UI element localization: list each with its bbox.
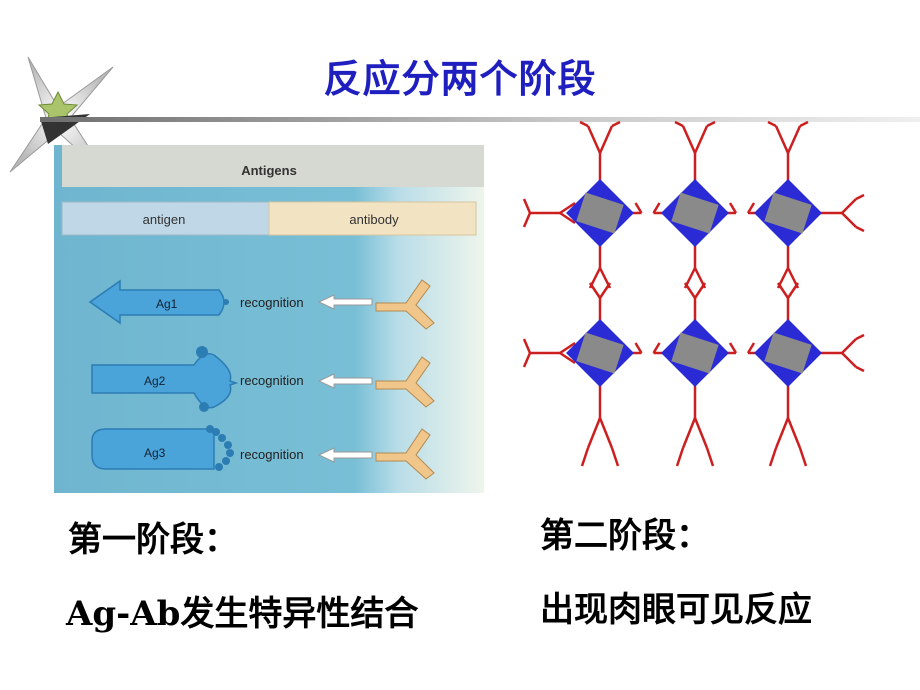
antibody-stroke: [776, 282, 790, 299]
antibody-stroke: [598, 417, 614, 449]
antibody-stroke: [767, 120, 777, 128]
antigen-recognition-figure: Antigens antigen antibody Ag1 recognitio…: [54, 145, 484, 493]
antibody-stroke: [786, 282, 800, 299]
antibody-stroke: [798, 447, 808, 467]
stage-one-description: Ag-Ab发生特异性结合: [66, 594, 419, 634]
antigen-complex: [661, 319, 729, 387]
ag1-recognition-label: recognition: [240, 295, 304, 310]
ag3-recognition-label: recognition: [240, 447, 304, 462]
antibody-column-header: antibody: [349, 212, 399, 227]
title-divider: [40, 117, 920, 122]
antibody-stroke: [598, 125, 614, 154]
ag2-recognition-label: recognition: [240, 373, 304, 388]
antibody-stroke: [559, 351, 576, 365]
stage-two-description: 出现肉眼可见反应: [540, 590, 812, 630]
antigen-row-ag1: Ag1 recognition: [88, 279, 435, 330]
antibody-stroke: [841, 338, 857, 354]
antibody-stroke: [559, 201, 576, 215]
antibody-stroke: [746, 342, 756, 354]
antibody-stroke: [728, 342, 738, 354]
stage-two-heading: 第二阶段：: [540, 516, 710, 556]
antibody-stroke: [705, 447, 715, 467]
stage-one-heading: 第一阶段：: [68, 520, 238, 560]
antigen-complex: [566, 319, 634, 387]
figure-header: Antigens: [241, 163, 297, 178]
antibody-stroke: [855, 333, 865, 341]
antibody-stroke: [799, 120, 809, 128]
antibody-stroke: [855, 225, 865, 233]
ag3-label: Ag3: [144, 446, 166, 460]
antibody-stroke: [522, 212, 532, 228]
antibody-stroke: [728, 202, 738, 214]
antibody-stroke: [611, 120, 621, 128]
antibody-stroke: [681, 125, 697, 154]
antibody-stroke: [693, 125, 709, 154]
antibody-stroke: [774, 417, 790, 449]
antibody-stroke: [586, 125, 602, 154]
antibody-stroke: [586, 417, 602, 449]
antigen-complex: [754, 179, 822, 247]
antibody-stroke: [522, 198, 532, 214]
antigen-complex: [661, 179, 729, 247]
antigen-row-ag2: Ag2 recognition: [91, 346, 435, 412]
antibody-stroke: [706, 120, 716, 128]
antibody-stroke: [841, 212, 857, 228]
antigen-complex: [754, 319, 822, 387]
antibody-stroke: [652, 202, 661, 214]
antibody-stroke: [746, 202, 756, 214]
antibody-stroke: [674, 120, 684, 128]
antibody-stroke: [768, 447, 778, 467]
page-title: 反应分两个阶段: [323, 57, 597, 101]
antibody-stroke: [855, 365, 865, 373]
antibody-stroke: [580, 447, 590, 467]
antibody-stroke: [588, 282, 602, 299]
antigen-complex: [566, 179, 634, 247]
antibody-stroke: [683, 282, 697, 299]
ag1-label: Ag1: [156, 297, 178, 311]
antigen-column-header: antigen: [143, 212, 186, 227]
antibody-stroke: [522, 338, 532, 354]
antibody-stroke: [693, 417, 709, 449]
antibody-stroke: [786, 125, 802, 154]
antibody-stroke: [693, 282, 707, 299]
antibody-stroke: [786, 417, 802, 449]
antibody-stroke: [675, 447, 685, 467]
antibody-stroke: [610, 447, 620, 467]
antibody-stroke: [681, 417, 697, 449]
antigen-row-ag3: Ag3 recognition: [91, 425, 435, 480]
antibody-stroke: [522, 352, 532, 368]
antibody-stroke: [841, 198, 857, 214]
antibody-stroke: [559, 341, 576, 355]
antibody-stroke: [598, 282, 612, 299]
antibody-stroke: [559, 211, 576, 225]
antibody-stroke: [652, 342, 661, 354]
ag2-label: Ag2: [144, 374, 166, 388]
antigen-antibody-lattice: [522, 120, 865, 467]
antibody-stroke: [634, 342, 643, 354]
antibody-stroke: [634, 202, 643, 214]
antibody-stroke: [579, 120, 589, 128]
antibody-stroke: [774, 125, 790, 154]
antibody-stroke: [855, 193, 865, 201]
antibody-stroke: [841, 352, 857, 368]
